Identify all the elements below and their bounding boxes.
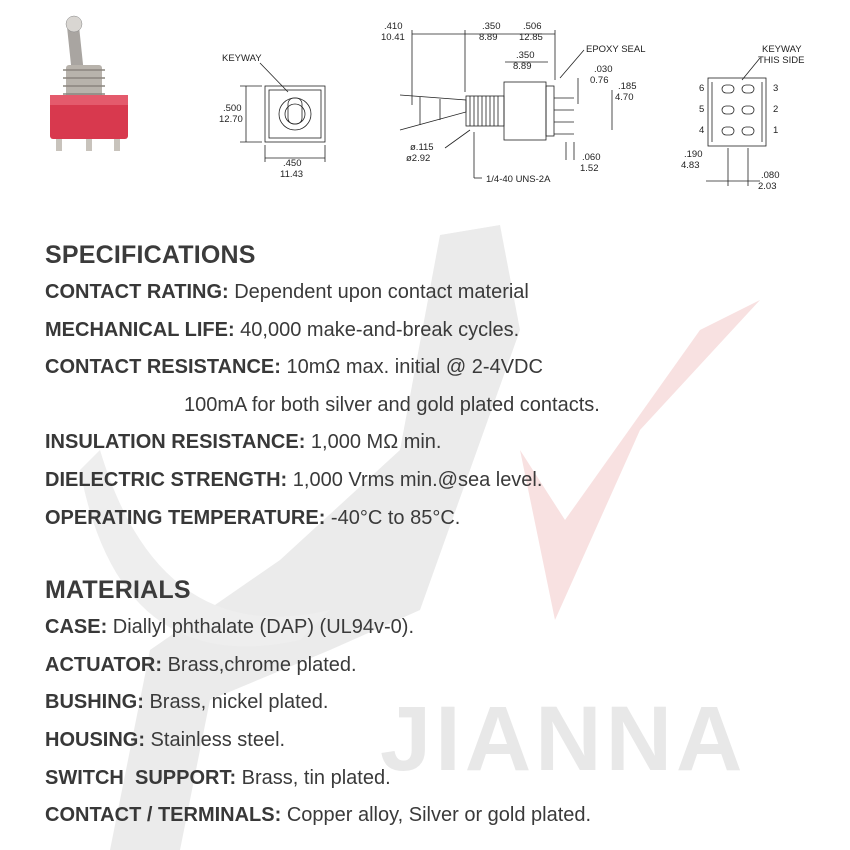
svg-text:6: 6 (699, 83, 704, 94)
svg-text:2: 2 (773, 104, 778, 115)
material-label: CONTACT / TERMINALS: (45, 804, 282, 827)
svg-text:.500: .500 (223, 103, 242, 114)
svg-text:4.83: 4.83 (681, 160, 700, 171)
spec-value: 40,000 make-and-break cycles. (234, 318, 520, 341)
svg-text:12.70: 12.70 (219, 114, 243, 125)
svg-text:8.89: 8.89 (513, 61, 532, 72)
spec-label: DIELECTRIC STRENGTH: (45, 468, 288, 491)
svg-text:KEYWAY: KEYWAY (222, 53, 262, 64)
svg-text:.506: .506 (523, 21, 542, 32)
svg-text:10.41: 10.41 (381, 32, 405, 43)
svg-text:8.89: 8.89 (479, 32, 498, 43)
material-label: BUSHING: (45, 691, 144, 714)
watermark-circle (80, 450, 330, 647)
material-row-housing: HOUSING: Stainless steel. (45, 722, 825, 760)
specifications-heading: SPECIFICATIONS (45, 241, 256, 269)
svg-text:.080: .080 (761, 170, 780, 181)
svg-text:.030: .030 (594, 64, 613, 75)
spec-label: MECHANICAL LIFE: (45, 318, 235, 341)
svg-text:.410: .410 (384, 21, 403, 32)
watermark-figure (110, 225, 520, 850)
svg-text:0.76: 0.76 (590, 75, 609, 86)
spec-row-mechanical-life: MECHANICAL LIFE: 40,000 make-and-break c… (45, 312, 825, 350)
material-label: CASE: (45, 616, 108, 639)
spec-label: CONTACT RESISTANCE: (45, 356, 281, 379)
spec-value: 10mΩ max. initial @ 2-4VDC (280, 356, 543, 379)
material-label: ACTUATOR: (45, 653, 163, 676)
svg-text:KEYWAY: KEYWAY (762, 44, 802, 55)
spec-row-dielectric-strength: DIELECTRIC STRENGTH: 1,000 Vrms min.@sea… (45, 462, 825, 500)
spec-sheet: SPECIFICATIONS CONTACT RATING: Dependent… (45, 236, 825, 835)
section-gap (45, 537, 825, 571)
material-row-contact-terminals: CONTACT / TERMINALS: Copper alloy, Silve… (45, 797, 825, 835)
svg-text:1: 1 (773, 125, 778, 136)
svg-text:EPOXY SEAL: EPOXY SEAL (586, 44, 646, 55)
terminal-view: KEYWAY THIS SIDE 6 5 4 3 2 1 .190 4.83 .… (681, 44, 804, 192)
svg-text:11.43: 11.43 (280, 169, 303, 180)
material-row-actuator: ACTUATOR: Brass,chrome plated. (45, 647, 825, 685)
side-view: .410 10.41 .350 8.89 .506 12.85 .350 8.8… (381, 21, 646, 185)
material-row-switch-support: SWITCH SUPPORT: Brass, tin plated. (45, 760, 825, 798)
material-value: Brass, tin plated. (236, 766, 391, 789)
svg-text:THIS SIDE: THIS SIDE (758, 55, 804, 66)
material-value: Brass, nickel plated. (143, 691, 329, 714)
watermark-red-check (520, 300, 760, 620)
svg-text:4.70: 4.70 (615, 92, 634, 103)
svg-text:ø2.92: ø2.92 (406, 153, 430, 164)
svg-text:3: 3 (773, 83, 778, 94)
svg-text:ø.115: ø.115 (410, 142, 434, 153)
front-view: KEYWAY .500 12.70 .450 11.43 (219, 53, 326, 180)
svg-text:.190: .190 (684, 149, 703, 160)
material-value: Stainless steel. (145, 728, 286, 751)
spec-value: Dependent upon contact material (228, 281, 529, 303)
spec-row-insulation-resistance: INSULATION RESISTANCE: 1,000 MΩ min. (45, 424, 825, 462)
svg-text:2.03: 2.03 (758, 181, 777, 192)
material-label: SWITCH SUPPORT: (45, 766, 237, 789)
svg-text:1.52: 1.52 (580, 163, 599, 174)
materials-heading: MATERIALS (45, 576, 191, 605)
svg-text:5: 5 (699, 104, 704, 115)
spec-value: -40°C to 85°C. (325, 506, 461, 529)
watermark-brand-text: JIANNA (380, 688, 746, 790)
toggle-switch-photo (50, 15, 128, 151)
material-value: Diallyl phthalate (DAP) (UL94v-0). (107, 616, 415, 639)
svg-text:.185: .185 (618, 81, 637, 92)
svg-text:.450: .450 (283, 158, 302, 169)
svg-text:12.85: 12.85 (519, 32, 543, 43)
spec-row-contact-resistance: CONTACT RESISTANCE: 10mΩ max. initial @ … (45, 349, 825, 387)
svg-text:1/4-40 UNS-2A: 1/4-40 UNS-2A (486, 174, 551, 185)
spec-label: CONTACT RATING: (45, 281, 229, 303)
material-value: Copper alloy, Silver or gold plated. (281, 804, 592, 827)
spec-value: 1,000 Vrms min.@sea level. (287, 468, 543, 491)
svg-text:.350: .350 (516, 50, 535, 61)
material-value: Brass,chrome plated. (162, 653, 357, 676)
svg-text:.350: .350 (482, 21, 501, 32)
spec-row-contact-resistance-cont: 100mA for both silver and gold plated co… (45, 387, 825, 425)
spec-label: OPERATING TEMPERATURE: (45, 506, 326, 529)
spec-value: 1,000 MΩ min. (305, 431, 442, 454)
spec-label: INSULATION RESISTANCE: (45, 431, 306, 454)
material-row-bushing: BUSHING: Brass, nickel plated. (45, 684, 825, 722)
spec-row-operating-temperature: OPERATING TEMPERATURE: -40°C to 85°C. (45, 500, 825, 538)
spec-row-contact-rating: CONTACT RATING: Dependent upon contact m… (45, 274, 825, 312)
material-row-case: CASE: Diallyl phthalate (DAP) (UL94v-0). (45, 609, 825, 647)
spec-value: 100mA for both silver and gold plated co… (184, 393, 600, 416)
svg-text:.060: .060 (582, 152, 601, 163)
material-label: HOUSING: (45, 728, 145, 751)
technical-drawing: KEYWAY .500 12.70 .450 11.43 .410 10.41 … (50, 15, 804, 192)
svg-text:4: 4 (699, 125, 704, 136)
